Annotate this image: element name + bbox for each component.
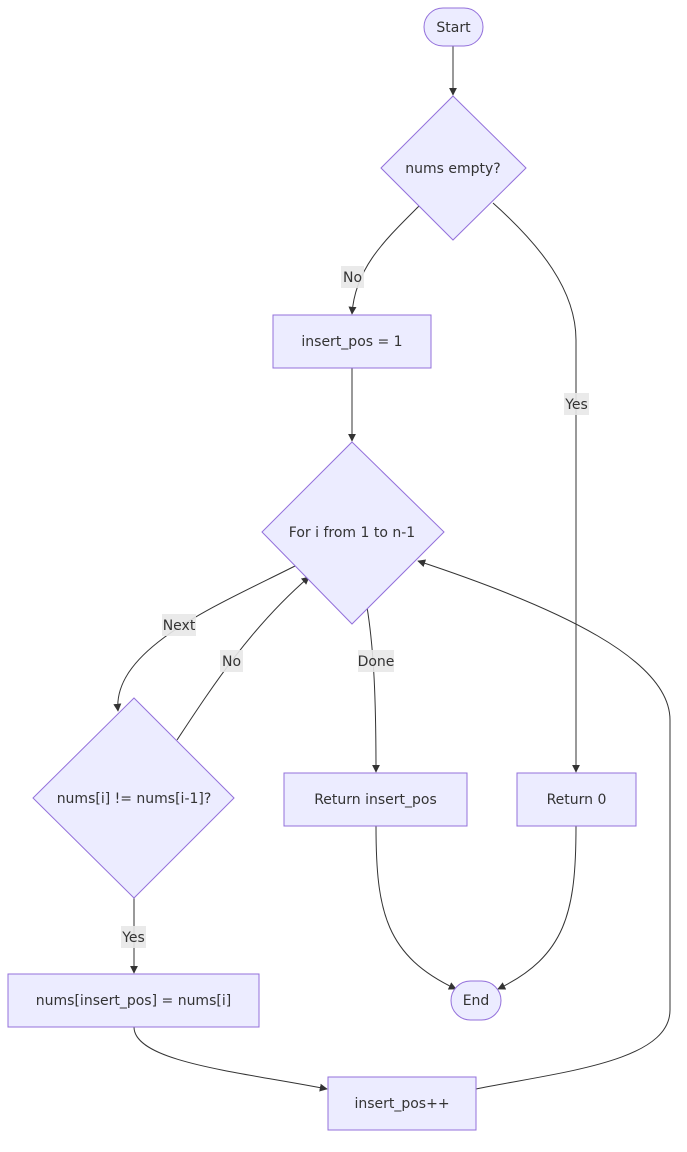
- edge-increment-to-for: [417, 559, 671, 1090]
- svg-text:Yes: Yes: [564, 397, 588, 413]
- node-increment: insert_pos++: [327, 1076, 477, 1131]
- svg-text:nums empty?: nums empty?: [405, 161, 500, 177]
- node-return-zero: Return 0: [516, 772, 637, 827]
- nodes: Start nums empty? insert_pos = 1 For i f…: [7, 7, 637, 1131]
- svg-text:insert_pos++: insert_pos++: [354, 1096, 449, 1112]
- svg-text:nums[insert_pos] = nums[i]: nums[insert_pos] = nums[i]: [36, 993, 231, 1009]
- edge-labels: No Yes Next No Done Yes: [121, 266, 589, 948]
- edge-for-next: [113, 565, 296, 712]
- edge-label-yes-2: Yes: [121, 926, 146, 948]
- svg-text:Yes: Yes: [121, 930, 145, 946]
- node-insert-pos-init: insert_pos = 1: [272, 314, 432, 369]
- node-assign: nums[insert_pos] = nums[i]: [7, 973, 260, 1028]
- svg-text:For i from 1 to n-1: For i from 1 to n-1: [289, 525, 415, 541]
- svg-text:Start: Start: [436, 20, 471, 36]
- svg-text:insert_pos = 1: insert_pos = 1: [301, 334, 402, 350]
- svg-text:Return insert_pos: Return insert_pos: [314, 792, 437, 808]
- svg-text:No: No: [343, 270, 362, 286]
- edge-label-done: Done: [358, 650, 395, 672]
- edge-label-next: Next: [162, 614, 196, 636]
- edge-label-no-2: No: [220, 650, 243, 672]
- node-return-insert-pos: Return insert_pos: [283, 772, 468, 827]
- edge-return-insert-to-end: [375, 825, 457, 990]
- svg-text:nums[i] != nums[i-1]?: nums[i] != nums[i-1]?: [57, 791, 212, 807]
- svg-text:Next: Next: [163, 618, 196, 634]
- svg-text:Done: Done: [358, 654, 395, 670]
- node-for-loop: For i from 1 to n-1: [261, 441, 445, 625]
- node-start: Start: [423, 7, 484, 47]
- edge-nums-empty-no: [348, 205, 420, 315]
- node-nums-empty: nums empty?: [380, 95, 527, 241]
- node-end: End: [450, 980, 502, 1021]
- svg-text:No: No: [222, 654, 241, 670]
- edge-for-done: [366, 606, 380, 773]
- edge-return-zero-to-end: [497, 825, 577, 990]
- edge-label-no-1: No: [341, 266, 364, 288]
- edge-assign-to-increment: [133, 1026, 328, 1092]
- svg-text:Return 0: Return 0: [547, 792, 607, 808]
- edge-nums-empty-yes: [492, 202, 580, 773]
- svg-text:End: End: [463, 993, 490, 1009]
- edge-label-yes-1: Yes: [564, 393, 589, 415]
- node-compare: nums[i] != nums[i-1]?: [32, 697, 235, 899]
